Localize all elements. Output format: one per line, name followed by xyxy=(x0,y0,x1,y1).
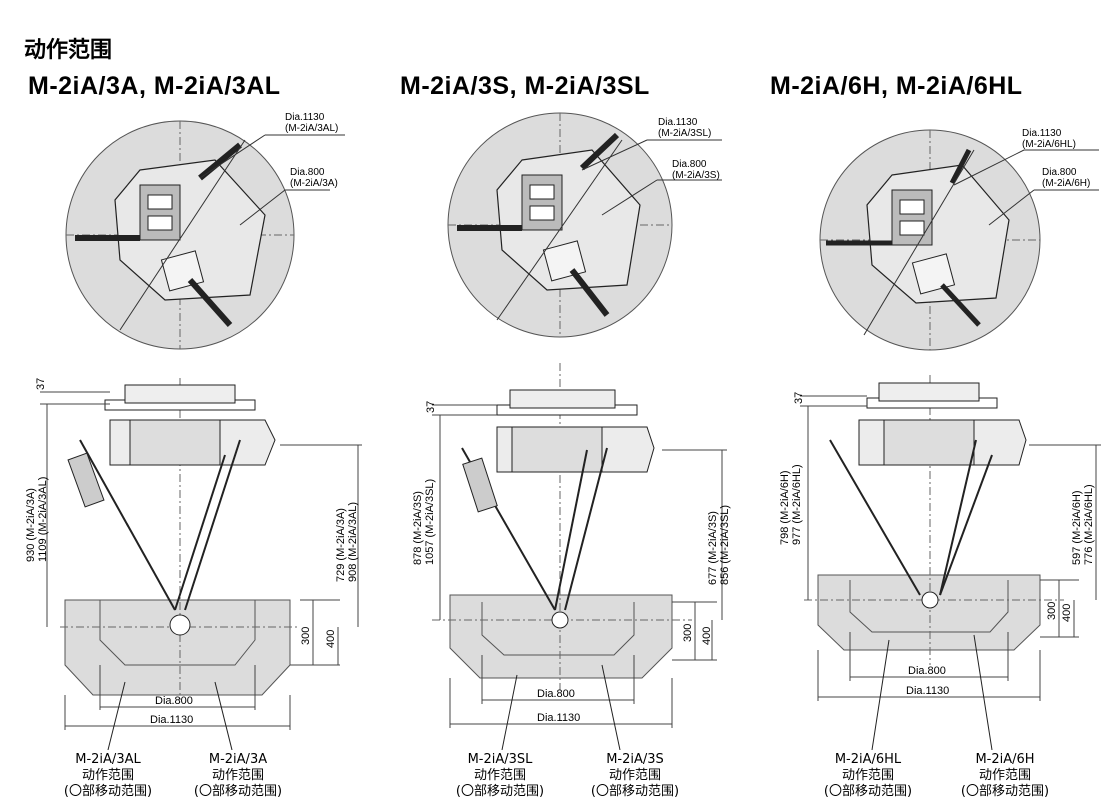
callout-large-line2: (M-2iA/6HL) xyxy=(1022,139,1076,150)
dim-300: 300 xyxy=(1046,602,1058,620)
legend-line1: 动作范围 xyxy=(608,768,661,783)
top-view: Dia.1130 (M-2iA/3AL) Dia.800 (M-2iA/3A) xyxy=(65,112,345,350)
top-view: Dia.1130 (M-2iA/6HL) Dia.800 (M-2iA/6H) xyxy=(819,128,1099,351)
dim-400: 400 xyxy=(1061,604,1073,622)
dim-400: 400 xyxy=(325,630,337,648)
callout-large-line1: Dia.1130 xyxy=(658,117,698,128)
dim-left-line2: 1109 (M-2iA/3AL) xyxy=(37,477,49,562)
dim-400: 400 xyxy=(701,627,713,645)
dim-right-line1: 677 (M-2iA/3S) xyxy=(707,511,719,585)
top-view: Dia.1130 (M-2iA/3SL) Dia.800 (M-2iA/3S) xyxy=(447,112,722,338)
dim-right-line1: 597 (M-2iA/6H) xyxy=(1071,490,1083,565)
figure-6h: Dia.1130 (M-2iA/6HL) Dia.800 (M-2iA/6H) xyxy=(779,128,1101,750)
dia-large: Dia.1130 xyxy=(537,712,580,724)
dim-right-line2: 776 (M-2iA/6HL) xyxy=(1083,484,1095,565)
dim-left-line2: 1057 (M-2iA/3SL) xyxy=(424,479,436,565)
legend-line1: 动作范围 xyxy=(473,768,526,783)
dim-right-line2: 856 (M-2iA/3SL) xyxy=(719,505,731,585)
dim-left-line1: 798 (M-2iA/6H) xyxy=(779,470,791,545)
dim-300: 300 xyxy=(300,627,312,645)
model-title-6h: M-2iA/6H, M-2iA/6HL xyxy=(770,72,1023,100)
legend-line2: (〇部移动范围) xyxy=(960,784,1050,799)
legend-3al: M-2iA/3AL 动作范围 (〇部移动范围) xyxy=(48,752,168,800)
callout-large-line1: Dia.1130 xyxy=(1022,128,1062,139)
callout-large-line2: (M-2iA/3SL) xyxy=(658,128,711,139)
legend-3s: M-2iA/3S 动作范围 (〇部移动范围) xyxy=(575,752,695,800)
dim-right-line1: 729 (M-2iA/3A) xyxy=(335,508,347,582)
page-title: 动作范围 xyxy=(24,38,113,63)
legend-line2: (〇部移动范围) xyxy=(63,784,153,799)
callout-small-line1: Dia.800 xyxy=(290,167,325,178)
legend-line2: (〇部移动范围) xyxy=(193,784,283,799)
legend-line1: 动作范围 xyxy=(841,768,894,783)
side-view: 37 798 (M-2iA/6H) 977 (M-2iA/6HL) 597 (M… xyxy=(779,375,1101,750)
legend-3sl: M-2iA/3SL 动作范围 (〇部移动范围) xyxy=(440,752,560,800)
legend-line2: (〇部移动范围) xyxy=(823,784,913,799)
callout-small-line1: Dia.800 xyxy=(672,159,707,170)
legend-model: M-2iA/6HL xyxy=(834,752,902,767)
legend-line1: 动作范围 xyxy=(978,768,1031,783)
legend-model: M-2iA/3AL xyxy=(75,752,141,767)
callout-large-line2: (M-2iA/3AL) xyxy=(285,123,338,134)
dim-left-line2: 977 (M-2iA/6HL) xyxy=(791,464,803,545)
callout-small-line1: Dia.800 xyxy=(1042,167,1077,178)
callout-small-line2: (M-2iA/3S) xyxy=(672,170,720,181)
dim-left-line1: 930 (M-2iA/3A) xyxy=(25,488,37,562)
legend-line1: 动作范围 xyxy=(81,768,134,783)
callout-small-line2: (M-2iA/3A) xyxy=(290,178,338,189)
dim-left-line1: 878 (M-2iA/3S) xyxy=(412,491,424,565)
dim-right-line2: 908 (M-2iA/3AL) xyxy=(347,502,359,582)
dia-small: Dia.800 xyxy=(537,688,575,700)
legend-model: M-2iA/3A xyxy=(208,752,268,767)
legend-line2: (〇部移动范围) xyxy=(590,784,680,799)
legend-line2: (〇部移动范围) xyxy=(455,784,545,799)
side-view: 37 930 (M-2iA/3A) 1109 (M-2iA/3AL) 729 (… xyxy=(25,378,362,750)
dia-small: Dia.800 xyxy=(155,695,193,707)
legend-6hl: M-2iA/6HL 动作范围 (〇部移动范围) xyxy=(808,752,928,800)
legend-model: M-2iA/3S xyxy=(606,752,664,767)
dim-offset: 37 xyxy=(425,401,437,413)
legend-3a: M-2iA/3A 动作范围 (〇部移动范围) xyxy=(178,752,298,800)
dia-large: Dia.1130 xyxy=(906,685,949,697)
callout-small-line2: (M-2iA/6H) xyxy=(1042,178,1090,189)
dim-offset: 37 xyxy=(793,392,805,404)
dim-offset: 37 xyxy=(35,378,47,390)
figure-3a: Dia.1130 (M-2iA/3AL) Dia.800 (M-2iA/3A) xyxy=(25,112,362,750)
dia-large: Dia.1130 xyxy=(150,714,193,726)
model-title-3s: M-2iA/3S, M-2iA/3SL xyxy=(400,72,650,100)
dim-300: 300 xyxy=(682,624,694,642)
legend-model: M-2iA/6H xyxy=(975,752,1035,767)
legend-line1: 动作范围 xyxy=(211,768,264,783)
figure-3s: Dia.1130 (M-2iA/3SL) Dia.800 (M-2iA/3S) xyxy=(412,112,731,750)
model-title-3a: M-2iA/3A, M-2iA/3AL xyxy=(28,72,281,100)
legend-6h: M-2iA/6H 动作范围 (〇部移动范围) xyxy=(945,752,1065,800)
dia-small: Dia.800 xyxy=(908,665,946,677)
side-view: 37 878 (M-2iA/3S) 1057 (M-2iA/3SL) 677 (… xyxy=(412,363,731,750)
callout-large-line1: Dia.1130 xyxy=(285,112,325,123)
legend-model: M-2iA/3SL xyxy=(467,752,533,767)
